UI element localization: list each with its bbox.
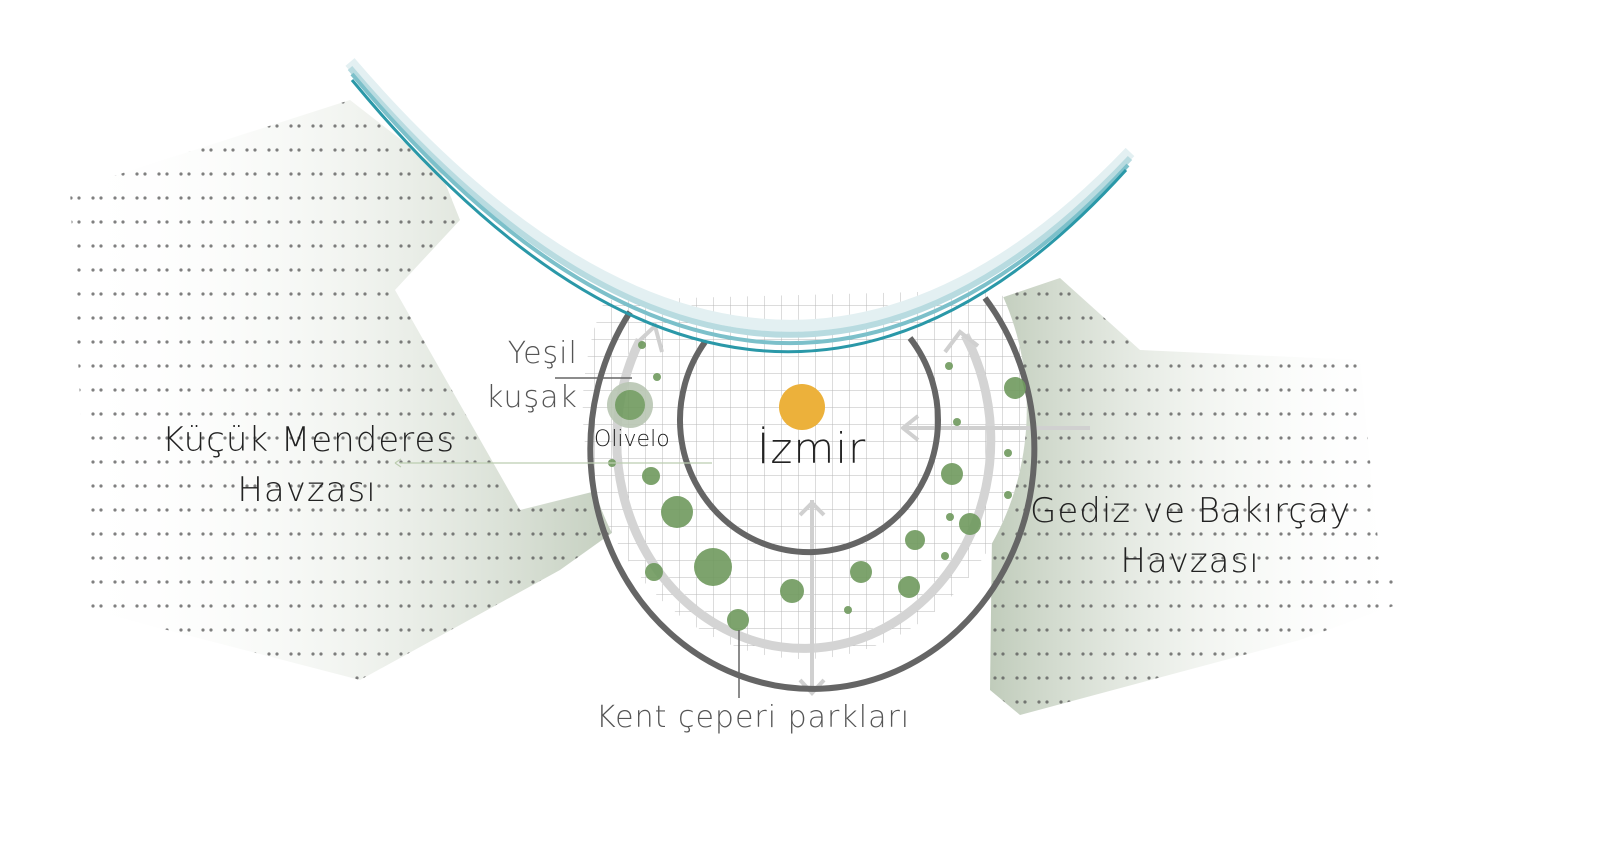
city-label: İzmir: [757, 424, 867, 473]
sea-coastline: [345, 58, 1135, 354]
green-belt-arc: [612, 332, 996, 653]
left-basin-label: Küçük Menderes Havzası: [162, 420, 456, 510]
parks-label: Kent çeperi parkları: [596, 700, 911, 735]
inner-ring: [677, 336, 941, 556]
outer-ring: [587, 296, 1038, 692]
olivelo-label: Olivelo: [594, 427, 670, 452]
right-basin-land: [990, 278, 1410, 715]
left-basin-land: [70, 100, 630, 680]
izmir-city-marker: [779, 384, 825, 430]
green-belt-label: Yeşil kuşak: [486, 336, 578, 415]
olivelo-link: [394, 458, 712, 468]
peri-urban-parks: [607, 341, 1026, 631]
right-basin-label: Gediz ve Bakırçay Havzası: [1030, 491, 1351, 581]
